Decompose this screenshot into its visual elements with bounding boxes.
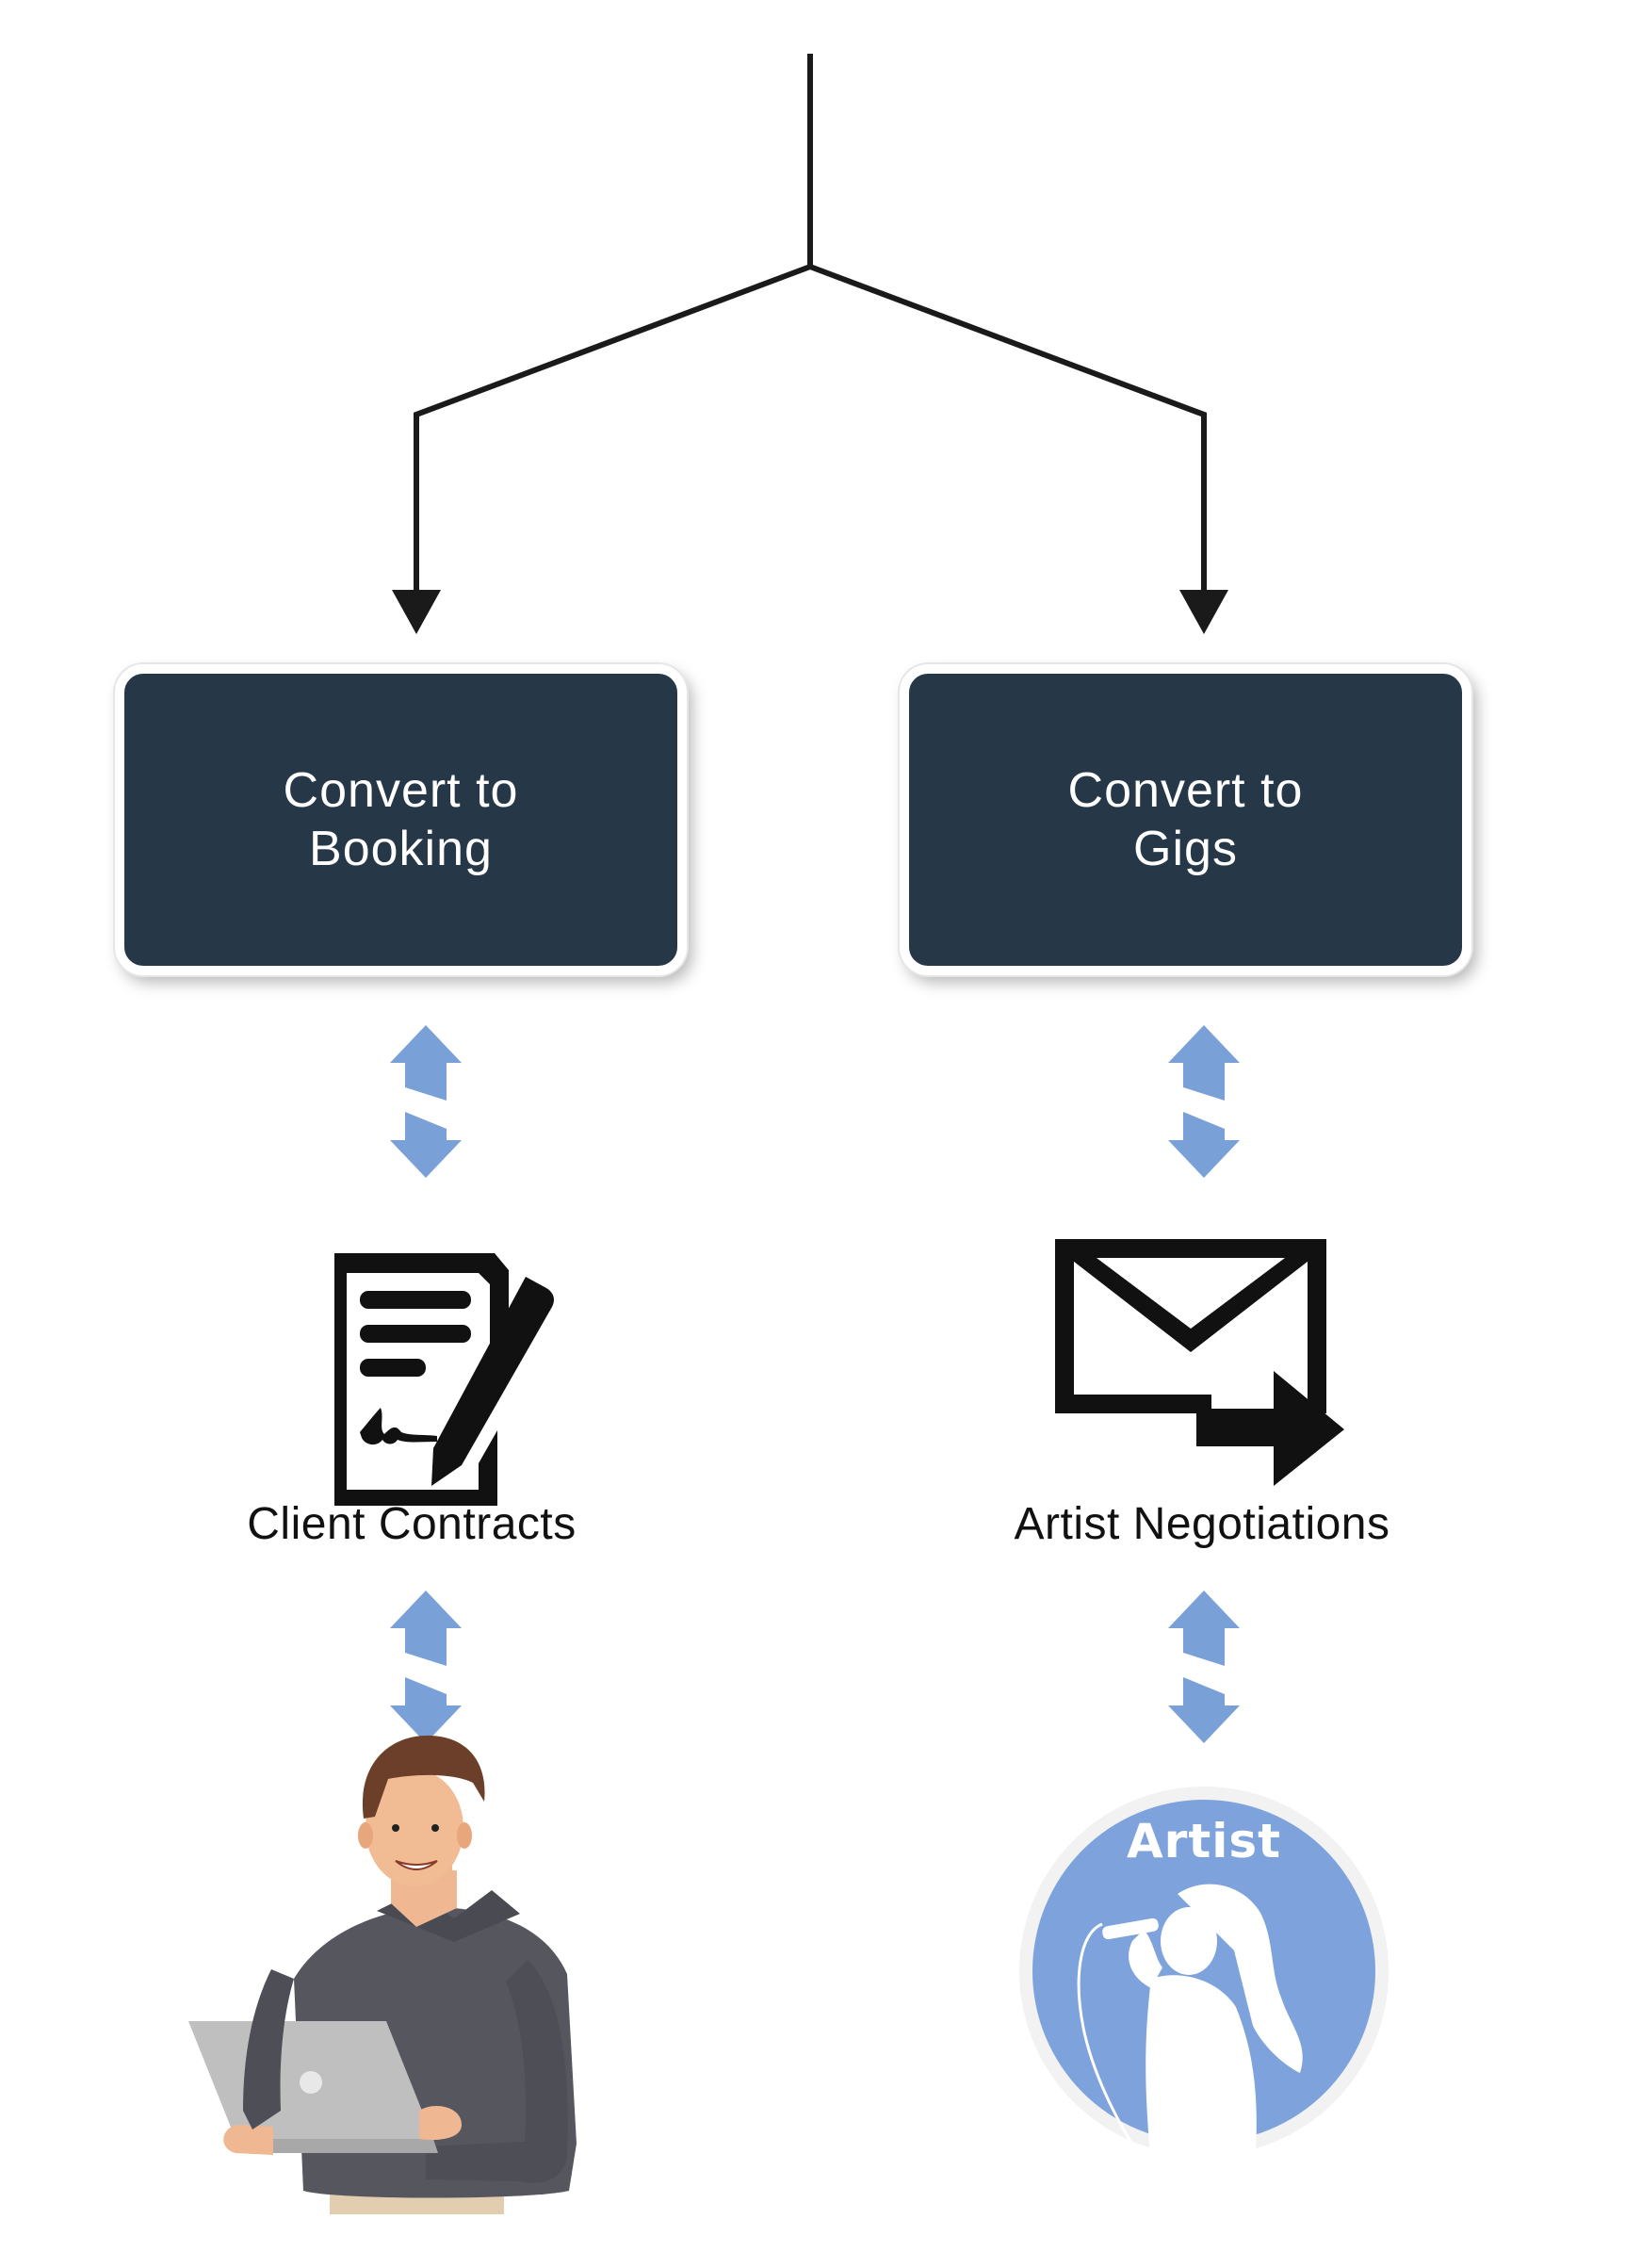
convert-to-booking-box: Convert to Booking bbox=[115, 664, 687, 975]
convert-to-booking-label: Convert to Booking bbox=[283, 763, 519, 876]
artist-label: Artist bbox=[1126, 1814, 1282, 1868]
convert-to-gigs-box: Convert to Gigs bbox=[900, 664, 1471, 975]
client-contracts-label: Client Contracts bbox=[247, 1499, 577, 1549]
arrowhead-left bbox=[392, 590, 441, 634]
arrowhead-right bbox=[1179, 590, 1228, 634]
branch-left bbox=[414, 264, 812, 594]
branch-right bbox=[808, 264, 1207, 594]
artist-negotiations-label: Artist Negotiations bbox=[1014, 1499, 1390, 1549]
convert-to-gigs-label: Convert to Gigs bbox=[1067, 763, 1304, 876]
